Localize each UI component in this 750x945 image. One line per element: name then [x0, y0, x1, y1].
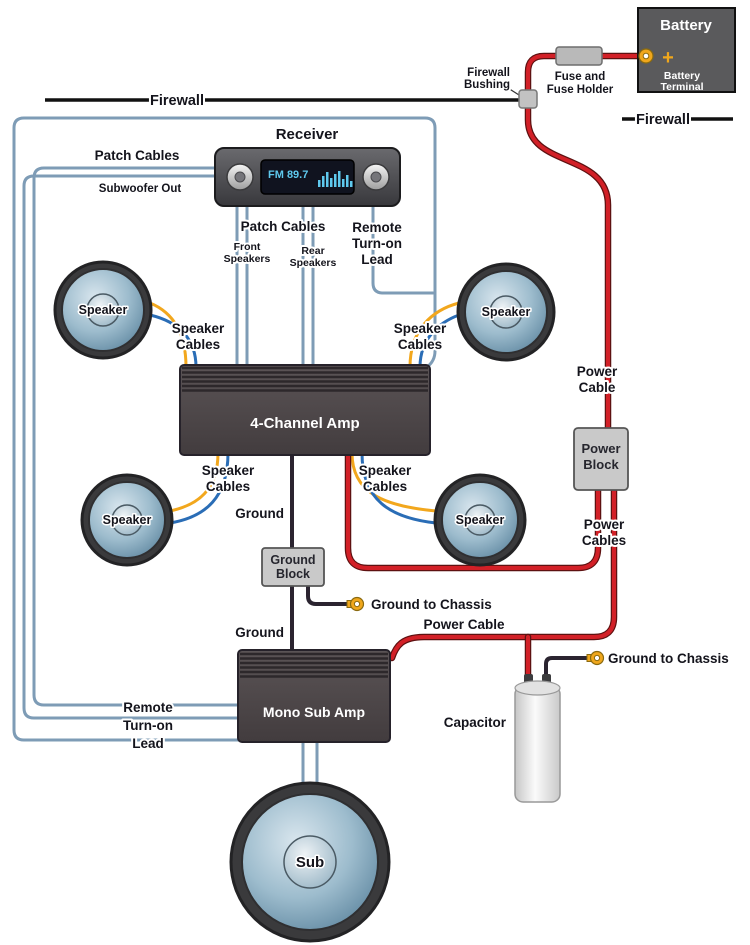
- speaker-cables-fl-label-1: Speaker: [172, 321, 225, 336]
- subwoofer-patch-cable-wire-a: [32, 166, 242, 707]
- four-channel-amp: [179, 364, 431, 456]
- speaker-cable-rear-left-yellow: [168, 451, 220, 513]
- rear-speakers-label-1: Rear: [301, 245, 324, 257]
- battery-box: [637, 7, 736, 93]
- remote-lead-bottom-label-2: Turn-on: [123, 718, 173, 733]
- remote-lead-top-label-1: Remote: [352, 220, 402, 235]
- ground-wire-capacitor-chassis: [544, 656, 592, 676]
- bushing-pointer-line: [507, 87, 520, 96]
- firewall-label-left: Firewall: [150, 93, 204, 109]
- speaker-label: Speaker: [482, 305, 531, 319]
- amp-heatsink-fins: [182, 366, 428, 392]
- patch-cables-bottom-label: Patch Cables: [241, 219, 326, 234]
- speaker-cables-fl-label-2: Cables: [176, 337, 220, 352]
- speaker-cables-rr-label-2: Cables: [363, 479, 407, 494]
- speaker-cable-front-right-blue: [418, 313, 461, 369]
- mono-amp-heatsink-fins: [240, 652, 388, 678]
- receiver-display-text: FM 89.7: [268, 169, 308, 181]
- power-cable-main-wire: [526, 54, 650, 432]
- receiver-title: Receiver: [276, 126, 339, 143]
- speaker-label: Speaker: [103, 513, 152, 527]
- power-cable-right-label-1: Power: [577, 364, 618, 379]
- firewall-bushing: [518, 89, 538, 109]
- remote-lead-bottom-label-1: Remote: [123, 700, 173, 715]
- capacitor-label: Capacitor: [444, 715, 507, 730]
- ground-block: [261, 547, 325, 587]
- ground-to-chassis-right-label: Ground to Chassis: [608, 651, 729, 666]
- firewall-bushing-label-2: Bushing: [464, 79, 510, 91]
- firewall-bushing-label-1: Firewall: [467, 67, 510, 79]
- battery-terminal-label-2: Terminal: [661, 81, 704, 93]
- receiver: [214, 147, 401, 207]
- ground-block-label-1: Ground: [270, 553, 315, 567]
- power-block: [573, 427, 629, 491]
- firewall-label-right: Firewall: [636, 112, 690, 128]
- fuse-label-2: Fuse Holder: [547, 84, 614, 96]
- battery-terminal-icon: [638, 48, 654, 64]
- ground-bottom-label: Ground: [235, 625, 284, 640]
- speaker-rear-right: Speaker: [433, 473, 527, 567]
- speaker-cable-rear-left-blue: [168, 451, 230, 525]
- speaker-front-right: Speaker: [456, 262, 556, 362]
- battery-plus-sign: +: [662, 47, 674, 69]
- speaker-front-left: Speaker: [53, 260, 153, 360]
- speaker-cables-rr-label-1: Speaker: [359, 463, 412, 478]
- speaker-cables-rl-label-2: Cables: [206, 479, 250, 494]
- capacitor-top: [514, 680, 561, 696]
- ground-block-label-2: Block: [276, 567, 310, 581]
- ground-wire-to-chassis-mid: [306, 582, 352, 606]
- power-cable-mono-amp-wire: [390, 488, 616, 660]
- power-cables-label-1: Power: [584, 517, 625, 532]
- speaker-cables-fr-label-2: Cables: [398, 337, 442, 352]
- rear-speakers-label-2: Speakers: [290, 257, 337, 269]
- fuse-holder: [555, 46, 603, 66]
- speaker-cable-front-right-yellow: [408, 301, 461, 369]
- ring-terminal-right-icon: [586, 650, 605, 666]
- remote-lead-top-label-3: Lead: [361, 252, 393, 267]
- labels: Firewall Firewall Firewall Bushing Fuse …: [93, 17, 731, 753]
- remote-lead-top-label-2: Turn-on: [352, 236, 402, 251]
- speaker-cable-front-left-blue: [148, 313, 198, 369]
- power-cable-right-label-2: Cable: [579, 380, 616, 395]
- power-cable-mid-label: Power Cable: [423, 617, 505, 632]
- speaker-label: Speaker: [456, 513, 505, 527]
- tuner-knob-center: [370, 171, 382, 183]
- capacitor-body: [514, 685, 561, 803]
- four-channel-amp-label: 4-Channel Amp: [250, 415, 359, 432]
- subwoofer-patch-cable-wire-b: [22, 174, 242, 720]
- power-block-label-2: Block: [583, 457, 619, 472]
- fuse-label-1: Fuse and: [555, 71, 605, 83]
- subwoofer: Sub: [229, 781, 391, 943]
- sub-label: Sub: [296, 854, 324, 871]
- remote-lead-bottom-label-3: Lead: [132, 736, 164, 751]
- power-block-label-1: Power: [581, 441, 620, 456]
- mono-sub-amp-label: Mono Sub Amp: [263, 704, 365, 720]
- equalizer-bars-icon: [318, 171, 353, 187]
- power-cables-label-2: Cables: [582, 533, 626, 548]
- battery-terminal-label-1: Battery: [664, 70, 700, 82]
- speaker-rear-left: Speaker: [80, 473, 174, 567]
- front-speakers-label-1: Front: [234, 241, 261, 253]
- subwoofer-out-label: Subwoofer Out: [99, 183, 182, 195]
- front-speakers-label-2: Speakers: [224, 253, 271, 265]
- speaker-cables-rl-label-1: Speaker: [202, 463, 255, 478]
- battery-title: Battery: [660, 17, 712, 34]
- battery: [637, 7, 736, 93]
- speaker-cable-rear-right-blue: [360, 451, 438, 525]
- volume-knob-center: [234, 171, 246, 183]
- patch-cables-left-label: Patch Cables: [95, 148, 180, 163]
- four-channel-amp-body: [179, 364, 431, 456]
- ground-top-label: Ground: [235, 506, 284, 521]
- mono-sub-amp: [237, 649, 391, 743]
- remote-lead-receiver-wire: [371, 200, 435, 295]
- speaker-cables-fr-label-1: Speaker: [394, 321, 447, 336]
- ring-terminal-mid-icon: [346, 596, 365, 612]
- remote-turn-on-lead-wire: [12, 116, 437, 742]
- power-cable-4ch-amp-wire: [346, 448, 600, 570]
- capacitor: [514, 674, 561, 803]
- speaker-label: Speaker: [79, 303, 128, 317]
- ground-to-chassis-mid-label: Ground to Chassis: [371, 597, 492, 612]
